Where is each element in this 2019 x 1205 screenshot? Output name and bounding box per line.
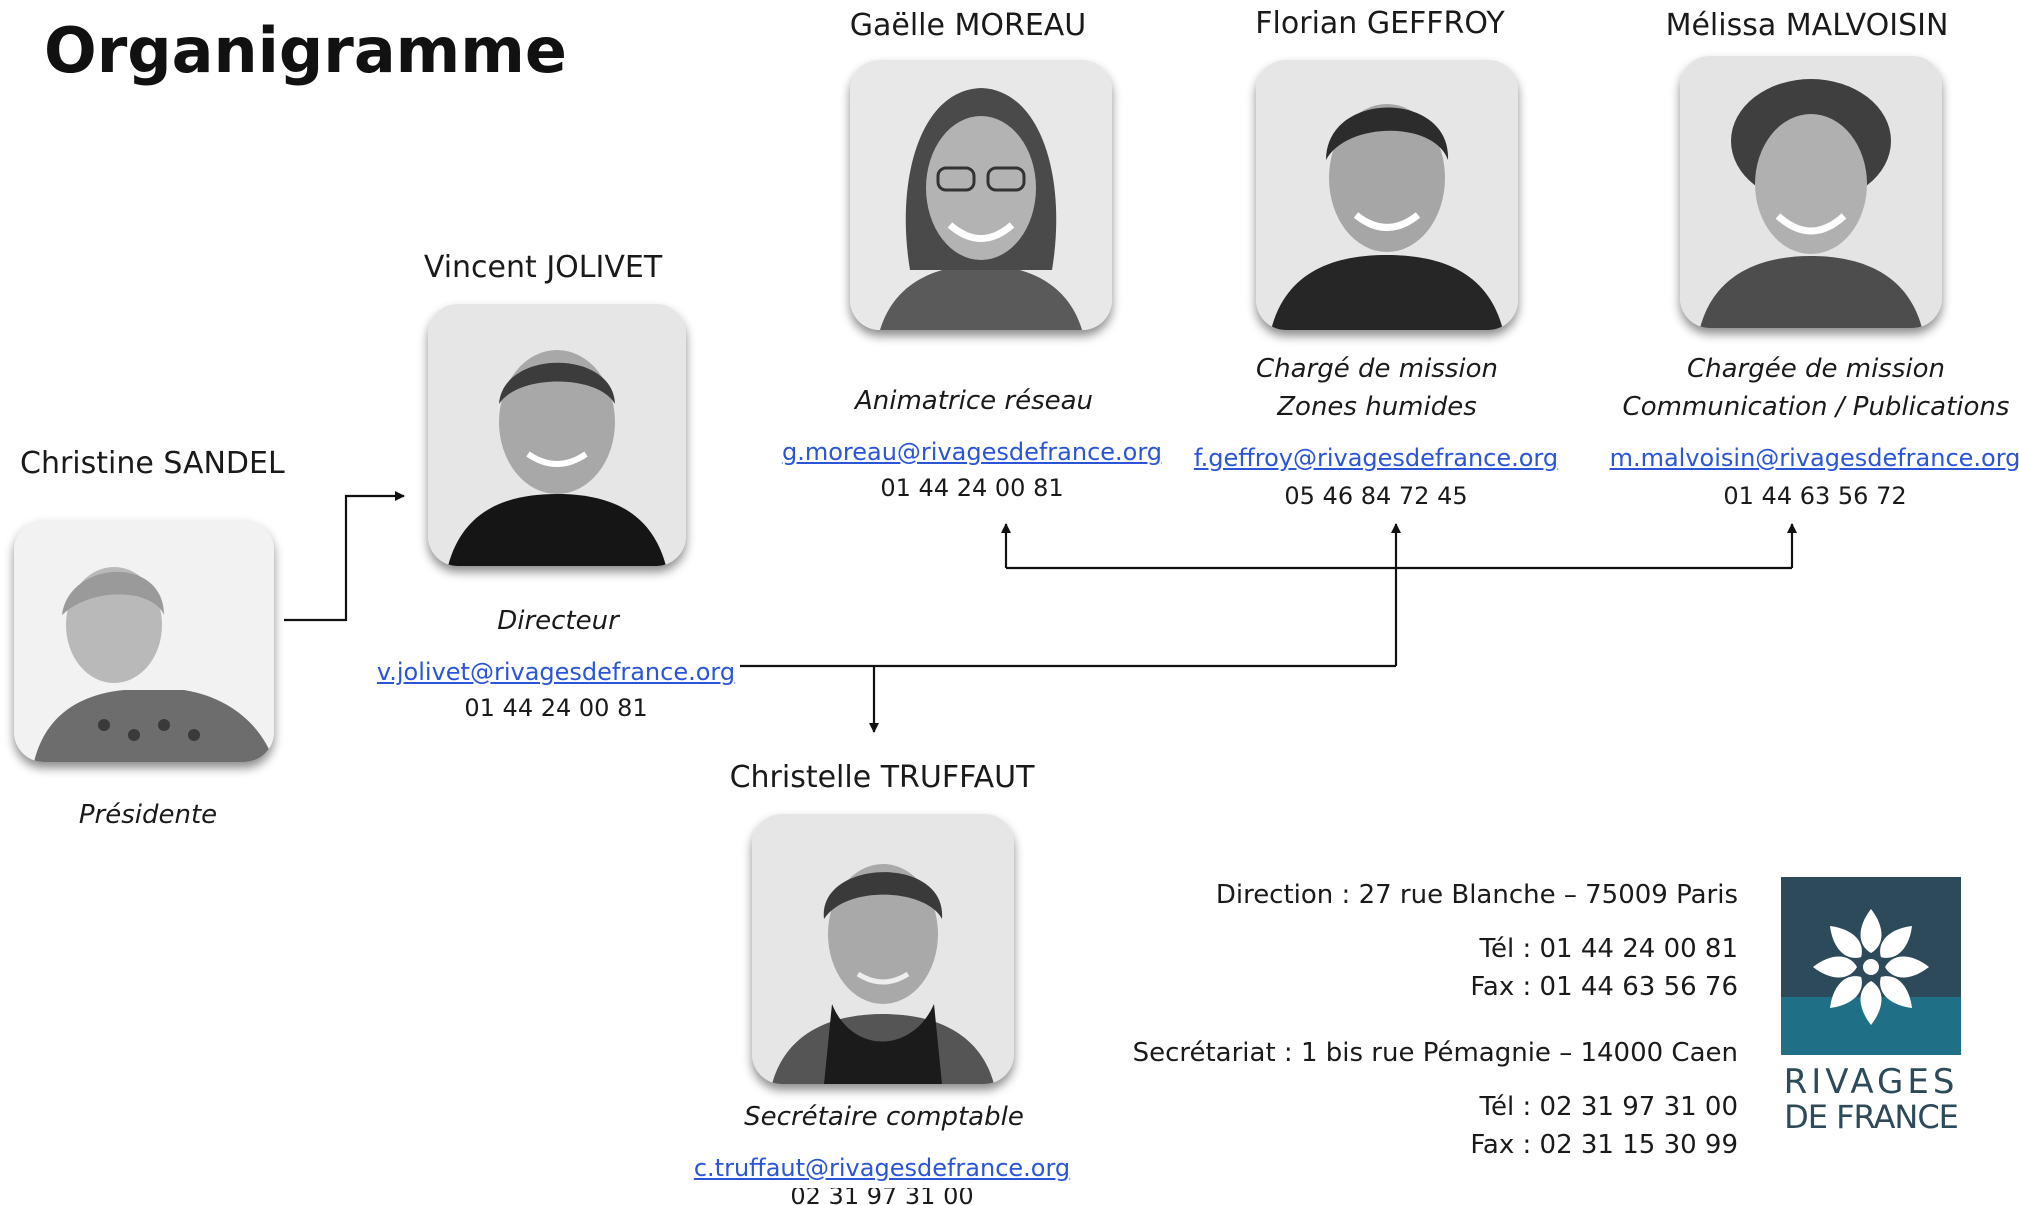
phone-secretariat: Tél : 02 31 97 31 00 [1479, 1092, 1738, 1122]
person-photo-jolivet [428, 304, 686, 566]
portrait-image [850, 60, 1112, 330]
person-role-moreau: Animatrice réseau [854, 386, 1094, 416]
portrait-image [428, 304, 686, 566]
phone-malvoisin: 01 44 63 56 72 [1723, 482, 1907, 510]
phone-direction: Tél : 01 44 24 00 81 [1479, 934, 1738, 964]
person-role-sandel: Présidente [78, 800, 218, 830]
person-role-geffroy-line1: Chargé de mission [1255, 354, 1499, 384]
fax-secretariat: Fax : 02 31 15 30 99 [1470, 1130, 1738, 1160]
phone-truffaut: 02 31 97 31 00 [790, 1188, 974, 1205]
person-photo-geffroy [1256, 60, 1518, 330]
address-secretariat: Secrétariat : 1 bis rue Pémagnie – 14000… [1132, 1038, 1738, 1068]
phone-geffroy: 05 46 84 72 45 [1284, 482, 1468, 510]
person-role-jolivet: Directeur [497, 606, 619, 636]
person-photo-malvoisin [1680, 56, 1942, 328]
person-photo-sandel [14, 520, 274, 762]
person-role-malvoisin-line1: Chargée de mission [1686, 354, 1946, 384]
person-name-jolivet: Vincent JOLIVET [423, 250, 663, 285]
phone-jolivet: 01 44 24 00 81 [464, 694, 648, 722]
person-name-geffroy: Florian GEFFROY [1255, 6, 1505, 41]
fax-direction: Fax : 01 44 63 56 76 [1470, 972, 1738, 1002]
person-name-moreau: Gaëlle MOREAU [849, 8, 1087, 43]
person-photo-truffaut [752, 814, 1014, 1084]
portrait-image [752, 814, 1014, 1084]
person-name-truffaut: Christelle TRUFFAUT [729, 760, 1035, 795]
portrait-image [1256, 60, 1518, 330]
email-link-truffaut[interactable]: c.truffaut@rivagesdefrance.org [693, 1154, 1071, 1182]
person-role-truffaut: Secrétaire comptable [744, 1102, 1024, 1132]
person-name-malvoisin: Mélissa MALVOISIN [1665, 8, 1949, 43]
logo-text-line2: DE FRANCE [1784, 1098, 1959, 1136]
email-link-moreau[interactable]: g.moreau@rivagesdefrance.org [781, 438, 1163, 466]
person-role-malvoisin-line2: Communication / Publications [1622, 392, 2010, 422]
page-title: Organigramme [44, 14, 567, 87]
email-link-geffroy[interactable]: f.geffroy@rivagesdefrance.org [1193, 444, 1559, 472]
phone-moreau: 01 44 24 00 81 [880, 474, 1064, 502]
connector-sandel-jolivet [284, 491, 405, 622]
person-photo-moreau [850, 60, 1112, 330]
person-role-geffroy-line2: Zones humides [1277, 392, 1477, 422]
portrait-image [1680, 56, 1942, 328]
email-link-jolivet[interactable]: v.jolivet@rivagesdefrance.org [376, 658, 736, 686]
person-name-sandel: Christine SANDEL [20, 446, 285, 481]
rivages-logo [1781, 877, 1961, 1055]
email-link-malvoisin[interactable]: m.malvoisin@rivagesdefrance.org [1609, 444, 2019, 472]
portrait-image [14, 520, 274, 762]
logo-text-line1: RIVAGES [1783, 1062, 1959, 1102]
logo-flower-icon [1781, 877, 1961, 1055]
address-direction: Direction : 27 rue Blanche – 75009 Paris [1215, 880, 1738, 910]
